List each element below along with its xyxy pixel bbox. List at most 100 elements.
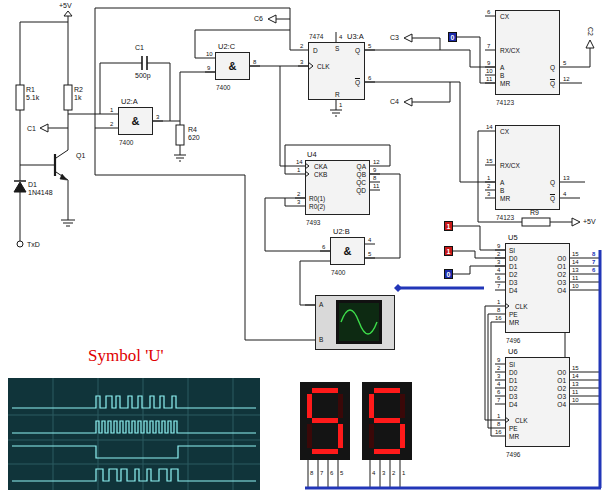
pin-number: 2 (110, 121, 113, 127)
pin-number: 3 (156, 114, 159, 120)
chip-body (330, 237, 365, 265)
logic-state: 1 (444, 246, 453, 256)
pin-number: 4 (497, 381, 500, 387)
resistor-symbol (64, 85, 72, 110)
nand-gate: U2:B&7400 (330, 237, 365, 265)
monostable-chip: CXRX/CXABMRQQ74123 (495, 10, 560, 95)
chip-body (505, 243, 570, 333)
pin-name: QB (357, 171, 366, 178)
pin-number: 2 (497, 365, 500, 371)
pin-number: 11 (373, 183, 379, 189)
pin-name: O1 (557, 263, 566, 270)
component-label: R2 (74, 86, 83, 93)
pin-name: D (313, 47, 318, 54)
chip-body (305, 160, 370, 215)
wire-connector (453, 226, 505, 250)
terminal-symbol (586, 40, 594, 48)
oscilloscope-body (336, 300, 382, 344)
bus-junction (394, 284, 402, 292)
seven-segment-display (300, 382, 350, 460)
pin-number: 11 (486, 76, 492, 82)
pin-number: 10 (572, 283, 579, 289)
flip-flop-chip: U3:A7474DQCLKSRQ (308, 42, 365, 100)
pin-name: O2 (557, 385, 566, 392)
component-label: 620 (188, 134, 200, 141)
logic-analyzer-screen (12, 396, 256, 481)
pin-name: QC (356, 179, 366, 186)
seven-segment-display (338, 394, 343, 418)
pin-number: 8 (497, 307, 500, 313)
monostable-chip: CXRX/CXABMRQQ74123 (495, 125, 560, 210)
pin-name: CX (500, 13, 509, 20)
seven-segment-display (312, 418, 338, 423)
pin-name: CKA (314, 163, 327, 170)
part-type: 7496 (506, 451, 520, 458)
part-type: 7474 (309, 33, 323, 40)
pin-number: 7 (497, 397, 500, 403)
component-label: 1N4148 (28, 189, 53, 196)
pin-name: CLK (515, 303, 528, 310)
diagram-title: Symbol 'U' (88, 346, 164, 366)
wire-connector (565, 333, 566, 357)
oscilloscope-body (339, 303, 379, 341)
pin-name: O2 (557, 271, 566, 278)
pin-number: 3 (487, 191, 490, 197)
ground-symbol (61, 110, 342, 226)
pin-name: RX/CX (500, 47, 520, 54)
component-label: C4 (390, 98, 399, 105)
pin-name: B (500, 72, 504, 79)
oscilloscope-body (341, 310, 377, 334)
seven-segment-display (369, 394, 374, 418)
logic-analyzer-screen (8, 378, 260, 490)
pin-number: 14 (296, 159, 303, 165)
component-label: +5V (583, 218, 596, 225)
pin-number: 12 (373, 159, 380, 165)
diode-symbol (14, 180, 26, 182)
pin-number: 9 (487, 60, 490, 66)
pin-name: A (319, 301, 323, 308)
logic-analyzer-screen (8, 378, 260, 490)
pin-name: CLK (515, 417, 528, 424)
part-reference: U2:A (121, 98, 138, 106)
pin-name: CKB (314, 171, 327, 178)
component-label: C6 (254, 15, 263, 22)
pin-number: 3 (300, 59, 303, 65)
pin-name: D4 (509, 287, 517, 294)
diode-symbol (14, 181, 26, 192)
pin-number: 5 (368, 43, 371, 49)
pin-name: D1 (509, 263, 517, 270)
pin-name: R0(2) (309, 203, 325, 210)
pin-number: 15 (572, 365, 579, 371)
part-type: 7400 (331, 269, 345, 276)
component-label: 5.1k (26, 94, 39, 101)
component-label: R4 (188, 126, 197, 133)
wire-connector (153, 72, 215, 121)
terminal-symbol (572, 218, 580, 226)
pin-name: D4 (509, 401, 517, 408)
pin-number: 5 (563, 60, 566, 66)
pin-number: 10 (572, 397, 579, 403)
pin-name: S (335, 45, 339, 52)
logic-state: 0 (448, 32, 457, 42)
pin-name: Q (355, 79, 360, 86)
pin-number: 16 (495, 429, 502, 435)
terminal-symbol (64, 11, 72, 16)
terminal-symbol (40, 124, 48, 132)
seven-segment-display (338, 424, 343, 448)
part-type: 7493 (306, 219, 320, 226)
pin-name: A (500, 179, 504, 186)
pin-name: RX/CX (500, 162, 520, 169)
pin-number: 2 (392, 470, 395, 476)
pin-number: 6 (487, 9, 490, 15)
seven-segment-display (307, 424, 312, 448)
pin-number: 4 (368, 237, 371, 243)
pin-name: Q (355, 47, 360, 54)
pin-number: 5 (340, 470, 343, 476)
wire-connector (365, 174, 400, 258)
pin-number: 6 (330, 470, 333, 476)
pin-name: A (500, 64, 504, 71)
pin-number: 4 (563, 191, 566, 197)
diode-symbol (14, 182, 26, 192)
pin-name: B (500, 187, 504, 194)
pin-number: 1 (110, 107, 113, 113)
